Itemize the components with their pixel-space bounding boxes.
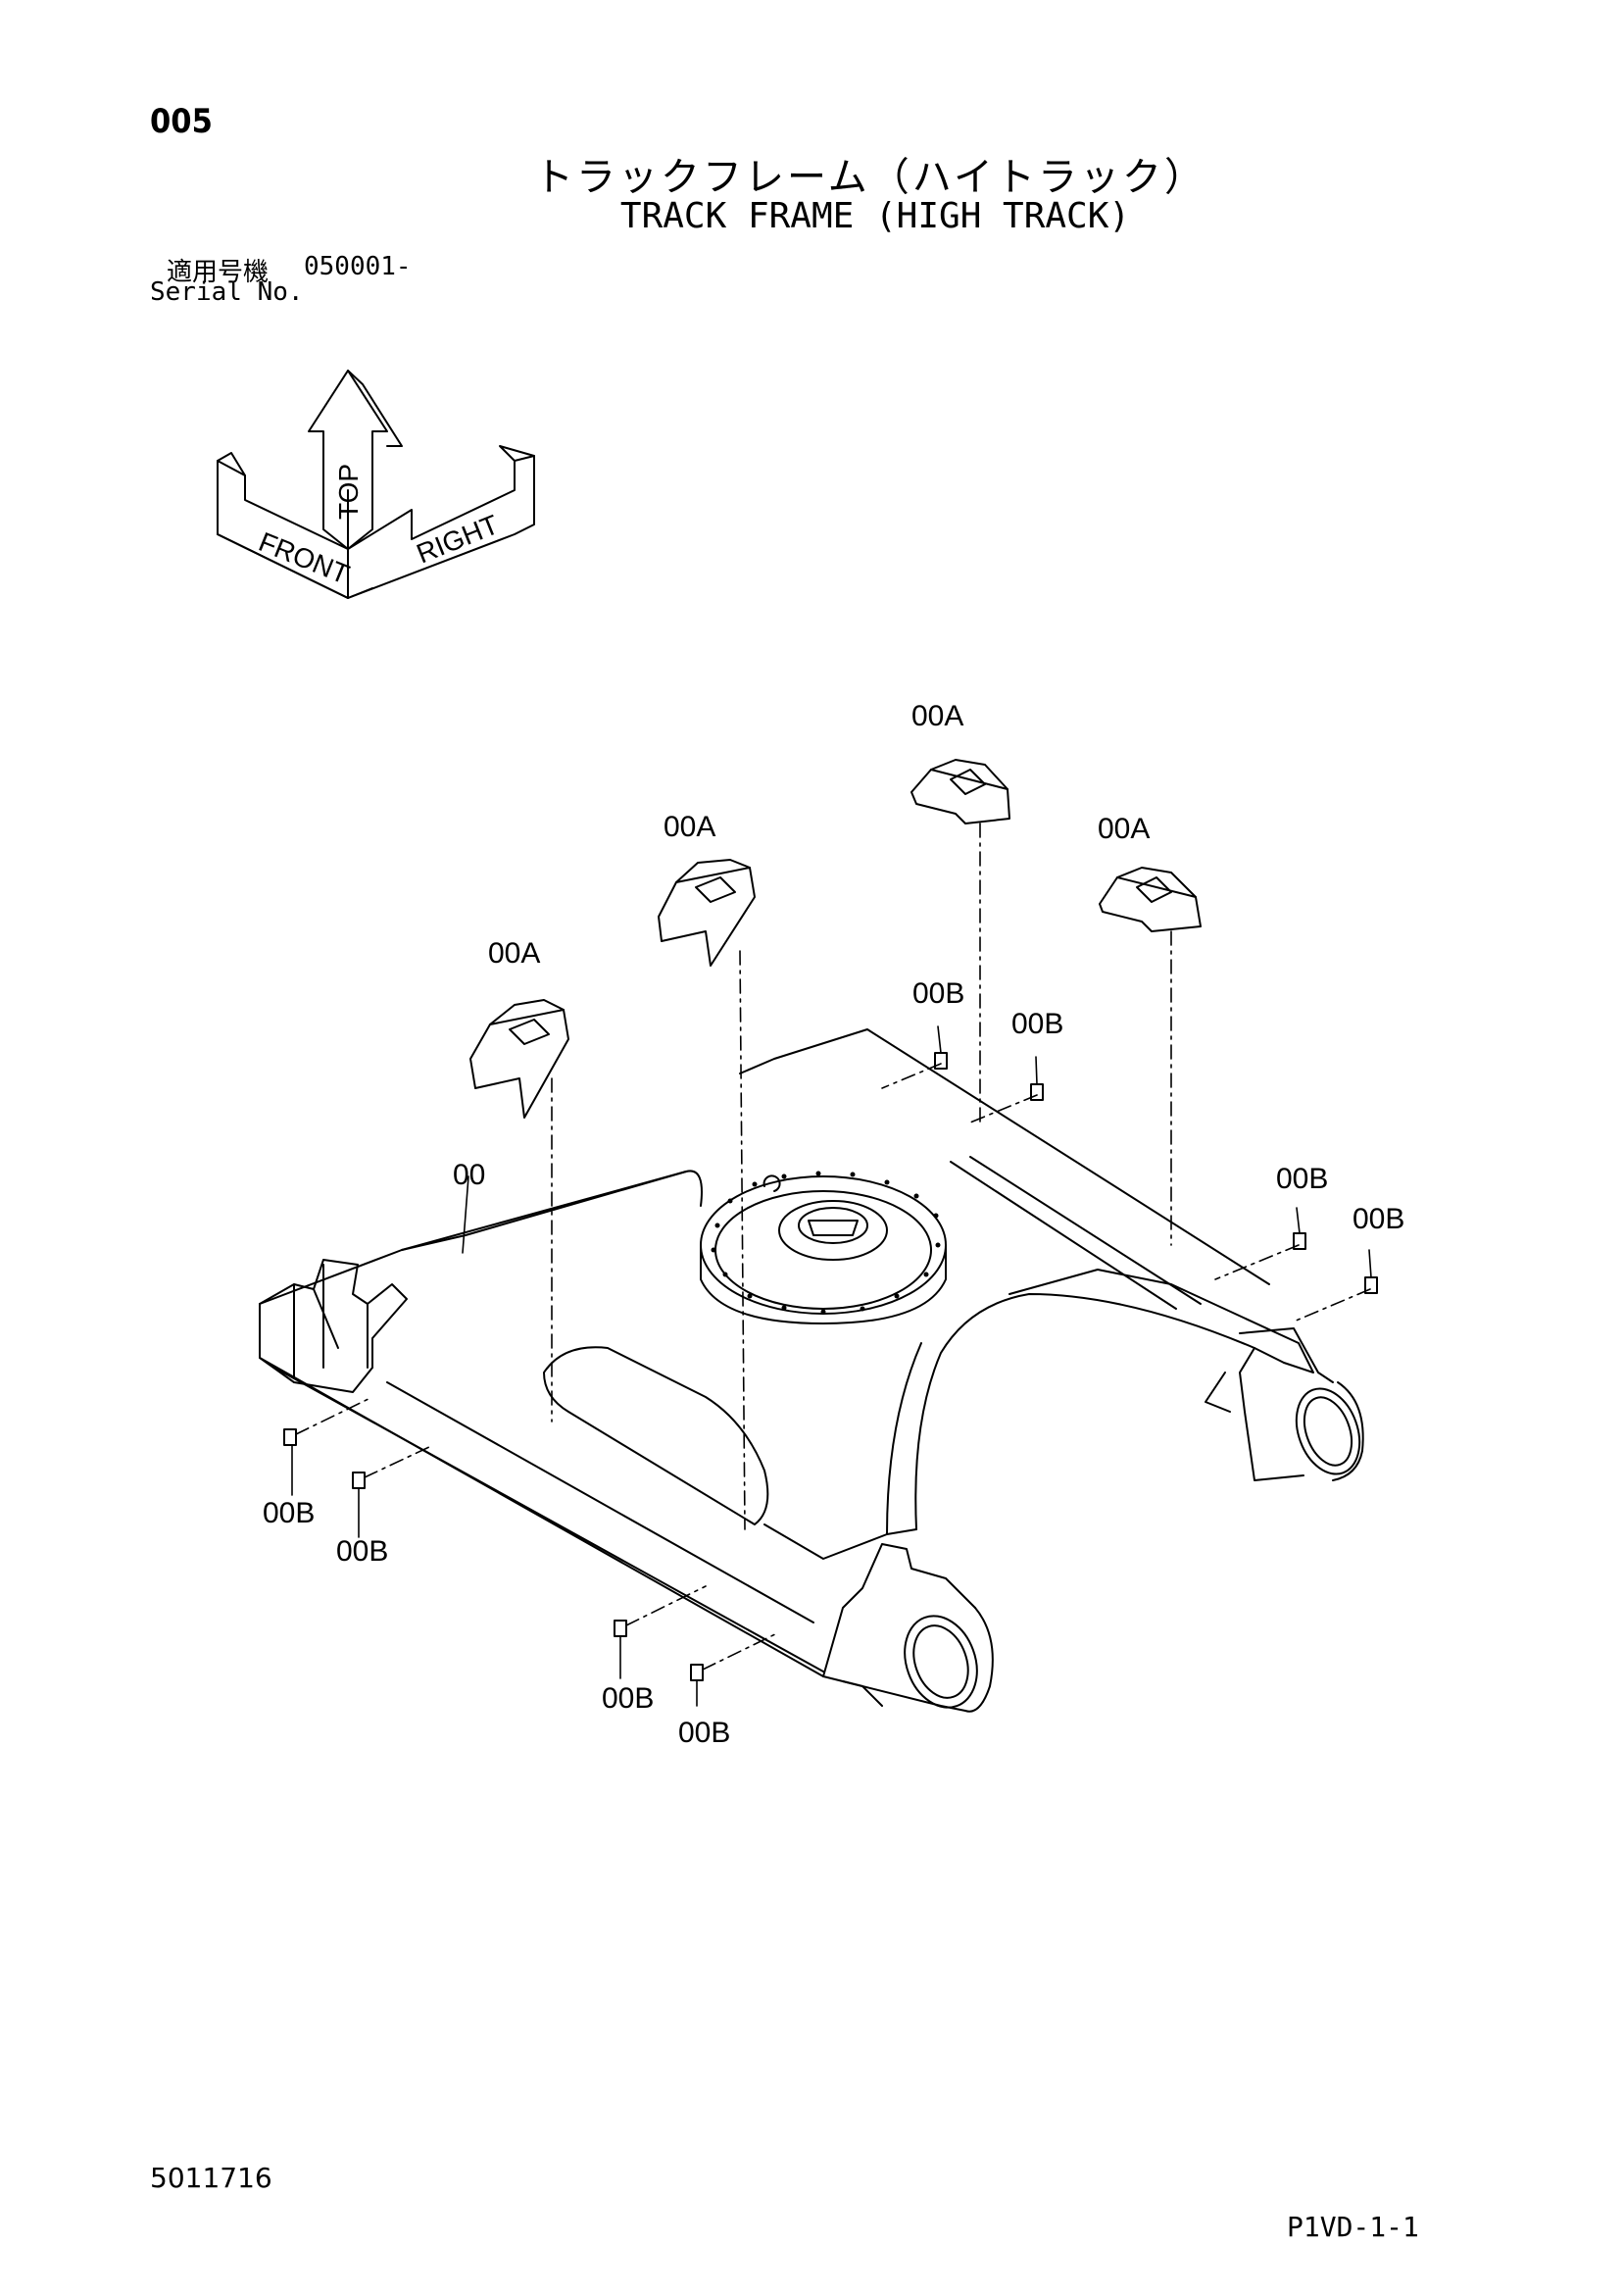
- callout-00b-7: 00B: [602, 1682, 654, 1715]
- callout-00b-4: 00B: [1352, 1203, 1404, 1235]
- swing-circle: [700, 1174, 947, 1324]
- leader-lines: [291, 1025, 1372, 1707]
- callout-00b-3: 00B: [1276, 1163, 1328, 1195]
- callout-00a-4: 00A: [1098, 813, 1150, 845]
- callout-labels: 00A 00A 00A 00A 00B 00B 00 00B 00B 00B 0…: [263, 700, 1404, 1749]
- track-frame-body: [259, 1028, 1314, 1712]
- track-guard-1: [469, 999, 569, 1119]
- serial-value: 050001-: [304, 252, 412, 281]
- pad-6: [352, 1472, 366, 1489]
- track-guard-4: [1099, 867, 1202, 932]
- left-rear-end-housing: [822, 1543, 994, 1713]
- callout-00a-2: 00A: [664, 811, 715, 843]
- orientation-label-front: FRONT: [255, 526, 354, 590]
- callout-00b-1: 00B: [912, 977, 964, 1010]
- callout-00b-6: 00B: [336, 1535, 388, 1568]
- serial-label-japanese: 適用号機: [167, 258, 270, 287]
- callout-00b-8: 00B: [678, 1717, 730, 1749]
- page-title-english: TRACK FRAME (HIGH TRACK): [619, 196, 1131, 236]
- pad-5: [283, 1428, 297, 1446]
- page-title-japanese: トラックフレーム（ハイトラック）: [534, 155, 1206, 200]
- top-arrow-icon: [308, 370, 388, 462]
- callout-00b-2: 00B: [1011, 1008, 1063, 1040]
- serial-label-english: Serial No.: [150, 277, 304, 307]
- callout-00-body: 00: [453, 1159, 485, 1191]
- page-number: 005: [150, 102, 213, 141]
- pad-2: [1030, 1083, 1044, 1101]
- pad-7: [614, 1620, 627, 1637]
- turntable-bolt-holes: [711, 1171, 941, 1315]
- callout-00a-1: 00A: [488, 937, 540, 970]
- callout-00a-3: 00A: [911, 700, 963, 732]
- right-arrow-icon: [347, 455, 535, 599]
- track-guard-2: [658, 859, 756, 967]
- assembly-lines: [295, 823, 1371, 1671]
- sheet-number: P1VD-1-1: [1287, 2211, 1419, 2243]
- track-guard-3: [910, 759, 1010, 824]
- document-number: 5011716: [150, 2162, 272, 2194]
- orientation-label-top: TOP: [333, 464, 364, 520]
- pad-8: [690, 1664, 704, 1681]
- pad-parts: [283, 1052, 1378, 1681]
- orientation-indicator: FRONT TOP RIGHT: [217, 370, 535, 599]
- callout-00b-5: 00B: [263, 1497, 315, 1529]
- right-rear-end-housing: [1239, 1327, 1364, 1481]
